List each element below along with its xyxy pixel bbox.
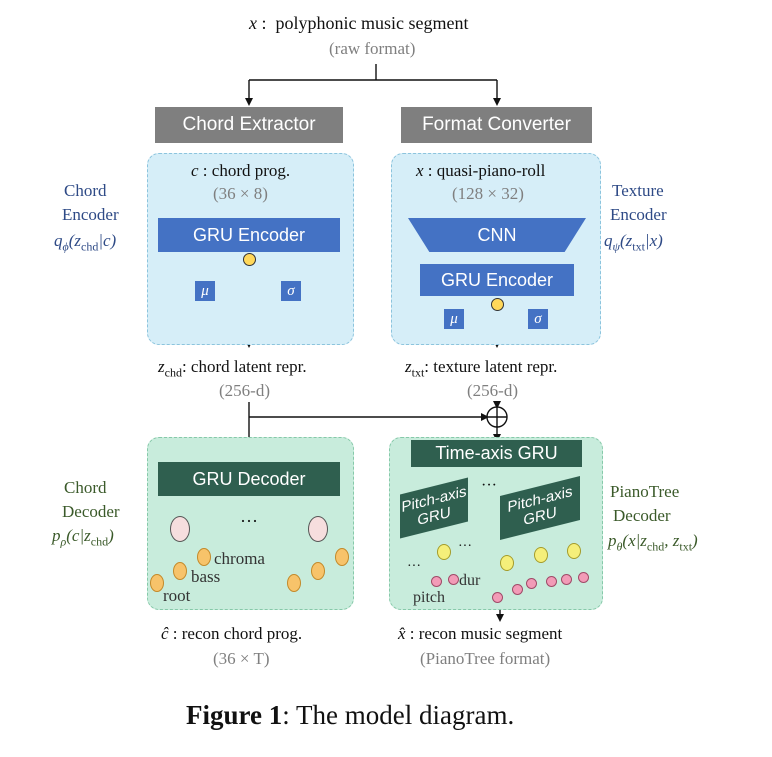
- pitch-note-dots-2: ···: [407, 559, 421, 574]
- chord-sigma-box: σ: [281, 281, 301, 301]
- dur-leaf-2: [512, 584, 523, 595]
- texture-merge-node: [491, 298, 504, 311]
- input-label: x : polyphonic music segment: [249, 14, 469, 32]
- pianotree-output-format: (PianoTree format): [420, 649, 551, 668]
- texture-input-desc: : quasi-piano-roll: [427, 161, 546, 180]
- root-leaf-1: [150, 574, 164, 592]
- texture-encoder-title-2: Encoder: [610, 205, 667, 224]
- chord-tree-node-2: [308, 516, 328, 542]
- chord-output-dim: (36 × T): [213, 649, 270, 668]
- chord-merge-node: [243, 253, 256, 266]
- note-node-2: [500, 555, 514, 571]
- figure-caption: Figure 1: The model diagram.: [186, 702, 514, 729]
- dur-label: dur: [459, 572, 481, 589]
- texture-encoder-title-1: Texture: [612, 181, 664, 200]
- note-node-4: [567, 543, 581, 559]
- pitch-leaf-2: [492, 592, 503, 603]
- input-var: x: [249, 13, 257, 33]
- input-format: (raw format): [329, 39, 416, 58]
- chord-gru-decoder: GRU Decoder: [158, 462, 340, 496]
- note-node-3: [534, 547, 548, 563]
- dur-leaf-4: [578, 572, 589, 583]
- pianotree-decoder-title-2: Decoder: [613, 506, 671, 525]
- chord-decoder-title-1: Chord: [64, 478, 107, 497]
- chord-input-dim: (36 × 8): [213, 184, 268, 203]
- dur-leaf-3: [546, 576, 557, 587]
- input-sep: :: [261, 13, 267, 33]
- dur-leaf-1: [448, 574, 459, 585]
- chord-encoder-title-1: Chord: [64, 181, 107, 200]
- chord-latent-label: zchd: chord latent repr.: [158, 357, 307, 380]
- texture-gru-encoder: GRU Encoder: [420, 264, 574, 296]
- texture-input-label: x : quasi-piano-roll: [416, 162, 545, 179]
- bass-leaf-1: [173, 562, 187, 580]
- chord-output-label: ĉ : recon chord prog.: [161, 624, 303, 643]
- chord-input-var: c: [191, 161, 199, 180]
- pitch-leaf-3: [526, 578, 537, 589]
- texture-latent-dim: (256-d): [467, 381, 518, 400]
- chord-encoder-dist: qϕ(zchd|c): [54, 231, 117, 254]
- chord-tree-dots: ···: [240, 511, 258, 531]
- chord-decoder-title-2: Decoder: [62, 502, 120, 521]
- chord-input-desc: : chord prog.: [202, 161, 291, 180]
- chord-decoder-dist: pρ(c|zchd): [52, 526, 114, 549]
- texture-cnn: CNN: [408, 218, 586, 252]
- chord-gru-encoder: GRU Encoder: [158, 218, 340, 252]
- chord-encoder-title-2: Encoder: [62, 205, 119, 224]
- texture-mu-box: μ: [444, 309, 464, 329]
- chord-mu-box: μ: [195, 281, 215, 301]
- caption-text: : The model diagram.: [282, 700, 515, 730]
- pitch-note-dots-1: ···: [458, 539, 472, 554]
- root-label: root: [163, 586, 191, 605]
- chroma-label: chroma: [214, 549, 265, 568]
- bass-label: bass: [191, 567, 221, 586]
- pianotree-decoder-title-1: PianoTree: [610, 482, 680, 501]
- note-node-1: [437, 544, 451, 560]
- chord-latent-dim: (256-d): [219, 381, 270, 400]
- texture-input-dim: (128 × 32): [452, 184, 524, 203]
- pianotree-decoder-dist: pθ(x|zchd, ztxt): [608, 531, 698, 554]
- caption-label: Figure 1: [186, 700, 283, 730]
- texture-latent-label: ztxt: texture latent repr.: [405, 357, 558, 380]
- pitch-leaf-1: [431, 576, 442, 587]
- pianotree-output-label: x̂ : recon music segment: [398, 624, 563, 643]
- chroma-leaf-1: [197, 548, 211, 566]
- pitch-gru-dots: ···: [481, 477, 497, 494]
- pitch-leaf-4: [561, 574, 572, 585]
- bass-leaf-2: [311, 562, 325, 580]
- chord-tree-node-1: [170, 516, 190, 542]
- chord-extractor-box: Chord Extractor: [155, 107, 343, 143]
- chord-input-label: c : chord prog.: [191, 162, 290, 179]
- chroma-leaf-2: [335, 548, 349, 566]
- root-leaf-2: [287, 574, 301, 592]
- input-desc: polyphonic music segment: [275, 13, 469, 33]
- texture-encoder-dist: qψ(ztxt|x): [604, 231, 663, 254]
- time-axis-gru: Time-axis GRU: [411, 440, 582, 467]
- texture-sigma-box: σ: [528, 309, 548, 329]
- pitch-label: pitch: [413, 589, 445, 606]
- texture-input-var: x: [416, 161, 424, 180]
- format-converter-box: Format Converter: [401, 107, 592, 143]
